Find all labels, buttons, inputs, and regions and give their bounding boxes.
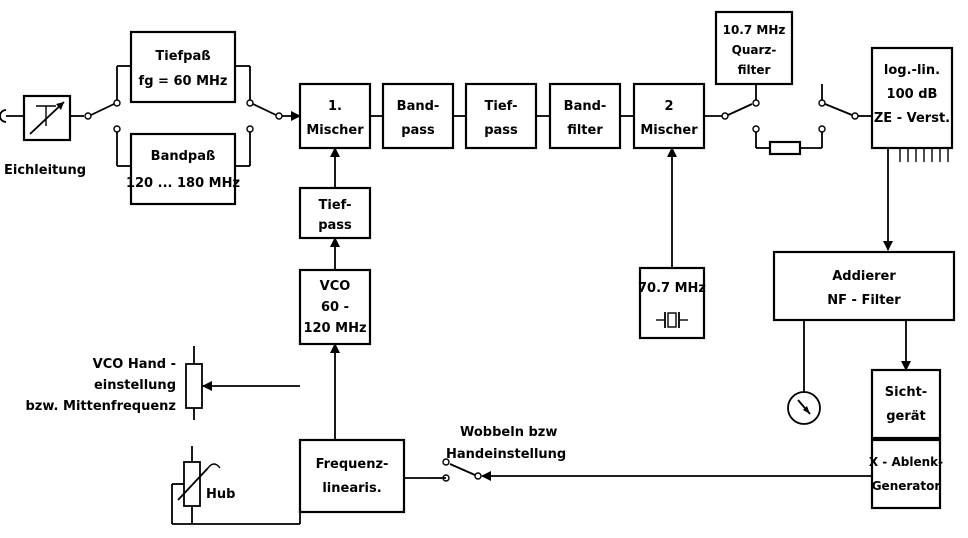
x-ablenk-line1: X - Ablenk- — [869, 455, 943, 469]
hub-label: Hub — [206, 487, 235, 502]
bandfilter-line2: filter — [567, 123, 603, 138]
vco-line1: VCO — [320, 279, 351, 294]
vco-hand-potentiometer: VCO Hand - einstellung bzw. Mittenfreque… — [26, 346, 300, 420]
bandpass-120-180-block: Bandpaß 120 ... 180 MHz — [126, 132, 240, 206]
zf-line3: ZE - Verst. — [874, 111, 950, 126]
vco-line3: 120 MHz — [303, 321, 366, 336]
sichtgeraet-block: Sicht- gerät — [870, 368, 942, 440]
tiefpass-60-line2: fg = 60 MHz — [139, 74, 228, 89]
filter-select-switch — [235, 65, 301, 167]
x-ablenk-line2: Generator — [872, 479, 941, 493]
mischer2-line2: Mischer — [640, 123, 698, 138]
quarzfilter-line3: filter — [738, 63, 771, 77]
bandpass-120-line1: Bandpaß — [151, 149, 216, 164]
zf-line2: 100 dB — [887, 87, 938, 102]
bandpass-block: Band- pass — [381, 82, 455, 150]
quarzfilter-line1: 10.7 MHz — [723, 23, 786, 37]
tiefpass-60-line1: Tiefpaß — [155, 49, 210, 64]
mischer1-line2: Mischer — [306, 123, 364, 138]
zf-line1: log.-lin. — [884, 63, 940, 78]
tiefpass-line2: pass — [484, 123, 518, 138]
tiefpass-block: Tief- pass — [464, 82, 538, 150]
meter-icon — [787, 320, 821, 425]
tiefpass-vco-line2: pass — [318, 218, 352, 233]
tiefpass-vco-line1: Tief- — [319, 198, 352, 213]
x-ablenk-generator-block: X - Ablenk- Generator — [869, 438, 943, 510]
wobbeln-line2: Handeinstellung — [446, 447, 566, 462]
quarzfilter-switch-in — [704, 84, 872, 156]
wobbeln-switch: Wobbeln bzw Handeinstellung — [404, 425, 566, 482]
mischer2-block: 2 Mischer — [632, 82, 706, 150]
oscillator-70-7-block: 70.7 MHz — [638, 266, 706, 340]
vco-hand-line2: einstellung — [94, 378, 176, 393]
bandfilter-block: Band- filter — [548, 82, 622, 150]
vco-block: VCO 60 - 120 MHz — [298, 268, 372, 346]
wobbeln-line1: Wobbeln bzw — [460, 425, 557, 440]
freq-lin-line2: linearis. — [322, 481, 381, 496]
mischer1-block: 1. Mischer — [298, 82, 372, 150]
tiefpass-line1: Tief- — [485, 99, 518, 114]
freq-lin-line1: Frequenz- — [316, 457, 389, 472]
bandfilter-line1: Band- — [564, 99, 607, 114]
hub-potentiometer: Hub — [171, 446, 301, 525]
addierer-line1: Addierer — [832, 269, 896, 284]
quarzfilter-line2: Quarz- — [732, 43, 777, 57]
oscillator-label: 70.7 MHz — [638, 281, 706, 296]
zf-verstaerker-block: log.-lin. 100 dB ZE - Verst. — [870, 46, 954, 162]
vco-hand-line3: bzw. Mittenfrequenz — [26, 399, 177, 414]
tiefpass-vco-block: Tief- pass — [298, 186, 372, 240]
quarzfilter-block: 10.7 MHz Quarz- filter — [714, 10, 794, 86]
sichtgeraet-line1: Sicht- — [885, 385, 927, 400]
bandpass-120-line2: 120 ... 180 MHz — [126, 176, 240, 191]
eichleitung-label: Eichleitung — [4, 163, 86, 178]
addierer-block: Addierer NF - Filter — [772, 250, 956, 322]
mischer1-line1: 1. — [328, 99, 342, 114]
bandpass-line1: Band- — [397, 99, 440, 114]
vco-line2: 60 - — [321, 300, 349, 315]
eichleitung-output-node — [84, 112, 92, 120]
mischer2-line1: 2 — [664, 99, 673, 114]
addierer-line2: NF - Filter — [827, 293, 901, 308]
tiefpass-60mhz-block: Tiefpaß fg = 60 MHz — [129, 30, 237, 104]
bypass-resistor — [768, 140, 802, 156]
input-switch — [90, 65, 131, 167]
vco-hand-line1: VCO Hand - — [93, 357, 176, 372]
frequenz-linearis-block: Frequenz- linearis. — [298, 438, 406, 514]
sichtgeraet-line2: gerät — [886, 409, 926, 424]
bandpass-line2: pass — [401, 123, 435, 138]
eichleitung-block: Eichleitung — [0, 94, 92, 178]
crystal-icon — [656, 312, 688, 328]
